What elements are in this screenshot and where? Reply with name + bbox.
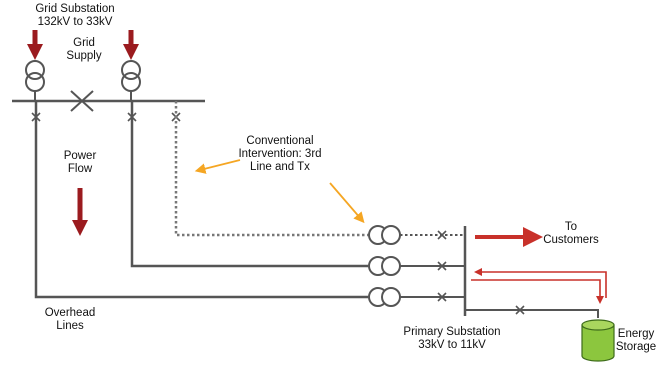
- storage-breaker: [515, 305, 525, 315]
- storage-feeder: [465, 309, 599, 318]
- overhead-line-2: [130, 101, 368, 268]
- primary-transformer-1: [368, 225, 465, 245]
- conventional-intervention-label: Conventional Intervention: 3rd Line and …: [238, 135, 322, 173]
- overhead-lines-label: Overhead Lines: [44, 307, 96, 332]
- storage-charge-arrow: [471, 279, 604, 304]
- overhead-line-3-proposed: [174, 101, 368, 237]
- primary-substation-label: Primary Substation 33kV to 11kV: [403, 326, 501, 351]
- secondary-breakers: [437, 230, 447, 302]
- overhead-line-1: [34, 101, 368, 299]
- power-flow-label: Power Flow: [63, 150, 97, 175]
- intervention-pointer-left: [194, 159, 241, 174]
- grid-substation-label: Grid Substation 132kV to 33kV: [35, 3, 115, 28]
- primary-transformer-2: [368, 256, 465, 276]
- grid-transformer-left: [25, 60, 45, 100]
- to-customers-label: To Customers: [543, 221, 599, 246]
- grid-transformer-right: [121, 60, 141, 100]
- feeder-breakers: [31, 112, 181, 122]
- energy-storage-icon: [581, 319, 615, 362]
- primary-transformer-3: [368, 287, 465, 307]
- grid-supply-label: Grid Supply: [66, 37, 102, 62]
- bus-section-breaker: [70, 90, 94, 112]
- storage-discharge-arrow: [474, 268, 607, 298]
- energy-storage-label: Energy Storage: [615, 328, 657, 353]
- intervention-pointer-right: [329, 182, 365, 224]
